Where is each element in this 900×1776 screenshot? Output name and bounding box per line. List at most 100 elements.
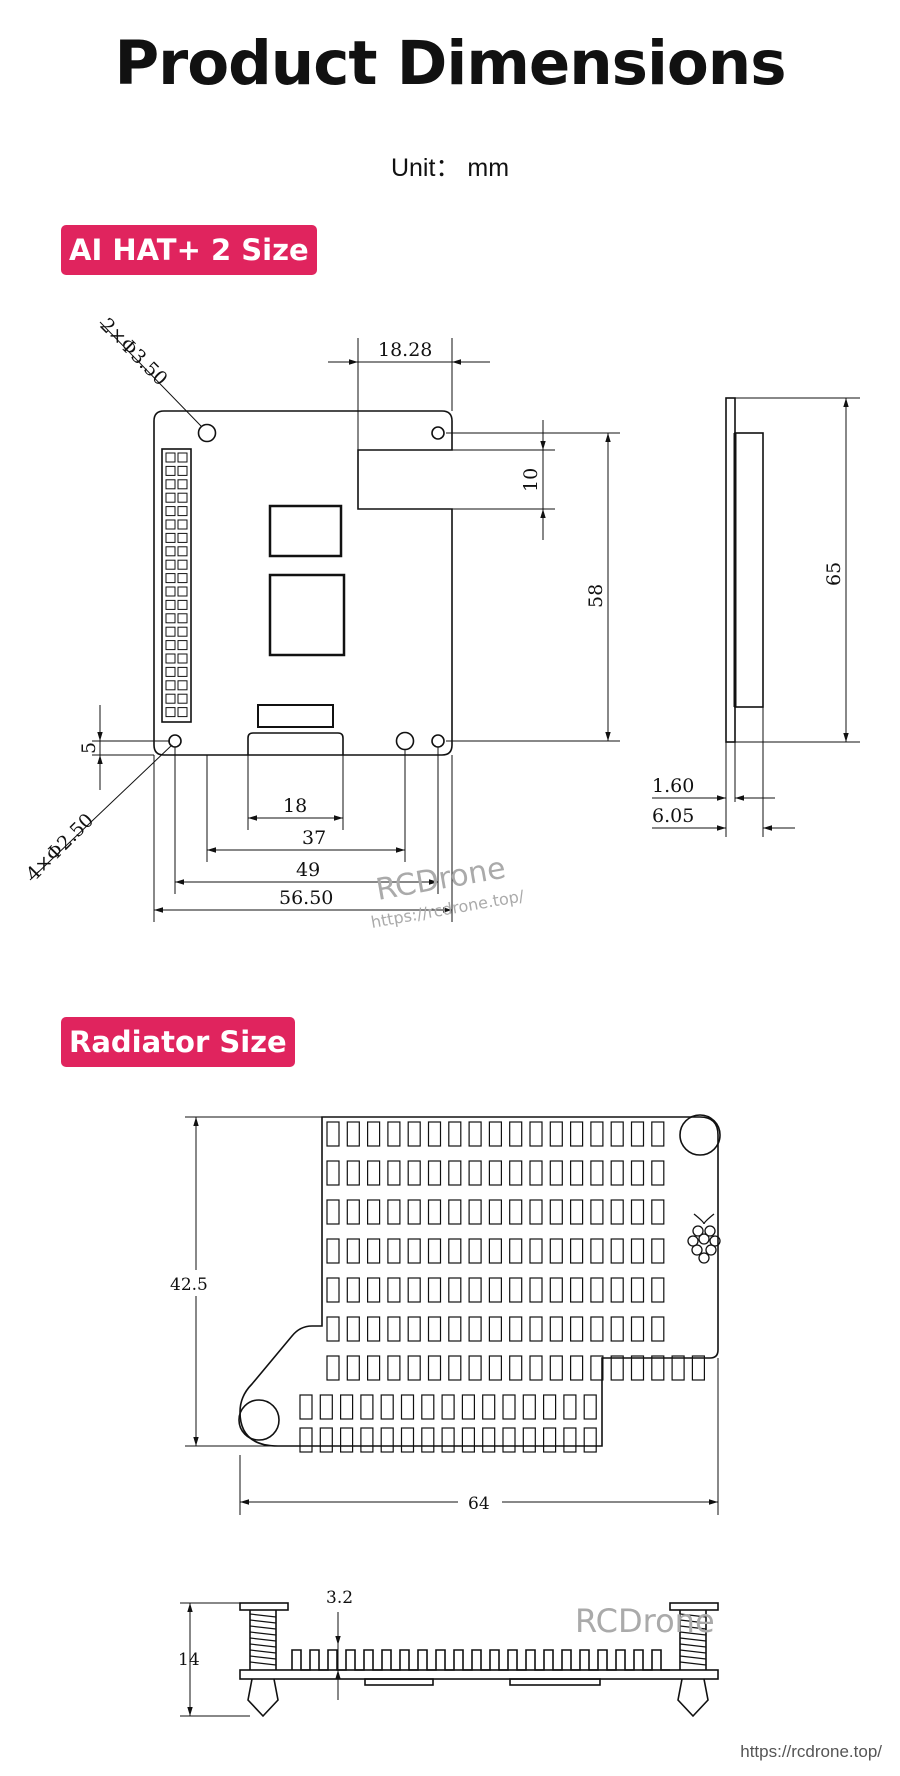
radiator-fin [448, 1121, 462, 1147]
radiator-fin [407, 1316, 421, 1342]
screw-thread [679, 1637, 707, 1642]
radiator-fin [610, 1238, 624, 1264]
radiator-fin [367, 1355, 381, 1381]
header-pin [165, 613, 176, 624]
radiator-fin [367, 1316, 381, 1342]
screw-thread [249, 1613, 277, 1618]
dim-tab-height: 10 [520, 468, 542, 492]
radiator-fin [319, 1394, 333, 1420]
radiator-fin [421, 1394, 435, 1420]
header-pin [165, 546, 176, 557]
radiator-fin [610, 1121, 624, 1147]
radiator-fin [340, 1394, 354, 1420]
header-pin [165, 532, 176, 543]
radiator-fin [569, 1199, 584, 1225]
dim-hole-large: 2×Φ3.50 [95, 314, 171, 390]
hat-side-view [725, 397, 764, 743]
radiator-fin [590, 1199, 604, 1225]
screw-thread [249, 1649, 277, 1654]
radiator-fin [407, 1277, 421, 1303]
dim-thick-605: 6.05 [652, 805, 694, 827]
dim-width-5650: 56.50 [279, 887, 333, 909]
radiator-fin [367, 1199, 381, 1225]
radiator-fin [509, 1160, 523, 1186]
radiator-fin [448, 1238, 462, 1264]
radiator-fin [509, 1355, 523, 1381]
radiator-fin [630, 1160, 645, 1186]
radiator-fin [387, 1316, 401, 1342]
header-pin [165, 666, 176, 677]
dim-radiator-height: 42.5 [170, 1275, 208, 1295]
radiator-fin [651, 1277, 665, 1303]
radiator-fin [522, 1427, 536, 1453]
dim-thick-160: 1.60 [652, 775, 694, 797]
header-pin [177, 492, 188, 503]
header-pin [177, 640, 188, 651]
hat-bottom-notch [247, 732, 344, 755]
radiator-fin [529, 1160, 543, 1186]
radiator-fin [407, 1238, 421, 1264]
radiator-fin [671, 1355, 685, 1381]
radiator-fin [488, 1238, 502, 1264]
radiator-fin [346, 1238, 360, 1264]
header-pin [165, 465, 176, 476]
radiator-fin [651, 1316, 665, 1342]
header-pin [177, 452, 188, 463]
chip-npu [268, 573, 346, 657]
hat-side-dimension-lines [652, 397, 860, 837]
radiator-fin [651, 1121, 665, 1147]
dim-height-58: 58 [585, 584, 607, 608]
radiator-fin [630, 1277, 645, 1303]
radiator-dimension-lines [185, 1116, 719, 1515]
header-pin [165, 693, 176, 704]
mount-hole [431, 734, 445, 748]
radiator-fin [482, 1427, 496, 1453]
radiator-fin [387, 1238, 401, 1264]
radiator-fin [691, 1355, 706, 1381]
screw-thread [249, 1637, 277, 1642]
radiator-hole [679, 1114, 721, 1156]
radiator-fin [360, 1427, 374, 1453]
header-pin [177, 519, 188, 530]
header-pin [165, 519, 176, 530]
radiator-fin [563, 1394, 577, 1420]
radiator-fin [448, 1160, 462, 1186]
radiator-fin [468, 1277, 482, 1303]
radiator-fin [367, 1238, 381, 1264]
radiator-fin [549, 1277, 563, 1303]
screw-thread [249, 1655, 277, 1660]
radiator-fin [427, 1316, 442, 1342]
radiator-fin [299, 1394, 313, 1420]
watermark-brand-2: RCDrone [575, 1602, 715, 1640]
radiator-fin [427, 1160, 442, 1186]
radiator-fin [326, 1121, 340, 1147]
header-pin [165, 626, 176, 637]
connector [257, 704, 334, 728]
radiator-fin [488, 1355, 502, 1381]
radiator-fin [367, 1160, 381, 1186]
radiator-fin [346, 1199, 360, 1225]
unit-label: Unit： mm [390, 154, 510, 182]
radiator-fin [468, 1238, 482, 1264]
radiator-fin [651, 1238, 665, 1264]
radiator-fin [441, 1427, 455, 1453]
radiator-fin [427, 1121, 442, 1147]
radiator-fin [610, 1277, 624, 1303]
radiator-fin [427, 1355, 442, 1381]
header-pin [177, 693, 188, 704]
radiator-fin [509, 1277, 523, 1303]
radiator-hole [238, 1399, 280, 1441]
radiator-fin [488, 1277, 502, 1303]
radiator-fin [522, 1394, 536, 1420]
header-pin [177, 626, 188, 637]
radiator-fin [651, 1355, 665, 1381]
radiator-fin [441, 1394, 455, 1420]
mount-hole-large [197, 423, 217, 443]
radiator-fin [569, 1121, 584, 1147]
radiator-side-dimension-lines [180, 1602, 341, 1717]
radiator-fin [448, 1316, 462, 1342]
radiator-fin [407, 1355, 421, 1381]
header-pin [165, 506, 176, 517]
radiator-fin [502, 1427, 516, 1453]
radiator-fin [509, 1238, 523, 1264]
